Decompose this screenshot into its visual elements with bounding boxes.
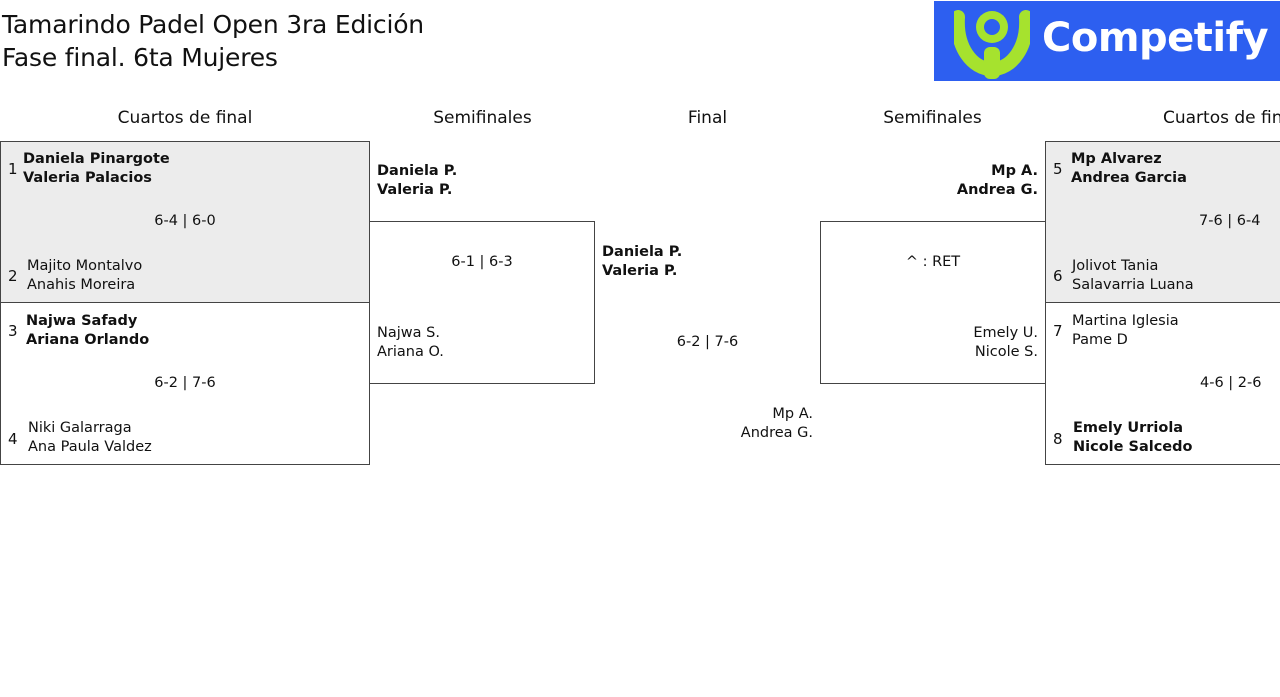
player-name: Valeria Palacios — [23, 170, 152, 186]
seed-number: 8 — [1053, 430, 1063, 448]
player-name: Nicole S. — [974, 344, 1038, 360]
team-2[interactable]: Majito Montalvo Anahis Moreira — [27, 257, 142, 295]
player-name: Mp A. — [772, 406, 813, 422]
player-name: Niki Galarraga — [28, 420, 132, 436]
team-7[interactable]: Martina Iglesia Pame D — [1072, 312, 1179, 350]
logo-text: Competify — [1042, 15, 1269, 61]
semifinal-left-team-2[interactable]: Najwa S. Ariana O. — [377, 324, 444, 362]
quarterfinal-match-4[interactable]: 7 Martina Iglesia Pame D 4-6 | 2-6 8 Eme… — [1045, 302, 1280, 465]
player-name: Andrea G. — [956, 182, 1038, 198]
page-subtitle: Fase final. 6ta Mujeres — [2, 43, 278, 72]
match-score: 6-4 | 6-0 — [154, 213, 216, 229]
round-header-left-quarterfinals: Cuartos de final — [117, 108, 253, 128]
match-score: 6-1 | 6-3 — [451, 254, 513, 270]
player-name: Mp A. — [991, 163, 1038, 179]
team-3[interactable]: Najwa Safady Ariana Orlando — [26, 312, 149, 350]
quarterfinal-match-1[interactable]: 1 Daniela Pinargote Valeria Palacios 6-4… — [0, 141, 370, 303]
player-name: Daniela Pinargote — [23, 151, 170, 167]
semifinal-right-team-1[interactable]: Mp A. Andrea G. — [900, 162, 1038, 200]
team-8[interactable]: Emely Urriola Nicole Salcedo — [1073, 419, 1192, 457]
player-name: Valeria P. — [602, 263, 678, 279]
seed-number: 7 — [1053, 322, 1063, 340]
player-name: Najwa S. — [377, 325, 440, 341]
player-name: Ariana O. — [377, 344, 444, 360]
match-score: 4-6 | 2-6 — [1200, 375, 1262, 391]
page-title: Tamarindo Padel Open 3ra Edición — [2, 10, 424, 39]
player-name: Daniela P. — [602, 244, 683, 260]
player-name: Jolivot Tania — [1072, 258, 1159, 274]
seed-number: 4 — [8, 430, 18, 448]
player-name: Mp Alvarez — [1071, 151, 1162, 167]
player-name: Nicole Salcedo — [1073, 439, 1193, 455]
player-name: Anahis Moreira — [27, 277, 136, 293]
player-name: Andrea Garcia — [1071, 170, 1187, 186]
seed-number: 6 — [1053, 267, 1063, 285]
quarterfinal-match-2[interactable]: 3 Najwa Safady Ariana Orlando 6-2 | 7-6 … — [0, 302, 370, 465]
semifinal-right-team-2[interactable]: Emely U. Nicole S. — [881, 324, 1038, 362]
match-score: ^ : RET — [905, 254, 961, 270]
player-name: Valeria P. — [377, 182, 453, 198]
player-name: Najwa Safady — [26, 313, 138, 329]
seed-number: 1 — [8, 160, 18, 178]
player-name: Emely U. — [973, 325, 1038, 341]
seed-number: 3 — [8, 322, 18, 340]
player-name: Emely Urriola — [1073, 420, 1184, 436]
player-name: Pame D — [1072, 332, 1128, 348]
competify-logo[interactable]: Competify — [934, 1, 1280, 81]
semifinal-match-right[interactable]: ^ : RET Emely U. Nicole S. — [820, 221, 1046, 384]
semifinal-left-team-1[interactable]: Daniela P. Valeria P. — [377, 162, 457, 200]
player-name: Ana Paula Valdez — [28, 439, 152, 455]
match-score: 6-2 | 7-6 — [154, 375, 216, 391]
round-header-right-semifinals: Semifinales — [883, 108, 982, 128]
player-name: Salavarria Luana — [1072, 277, 1194, 293]
player-name: Andrea G. — [740, 425, 813, 441]
team-6[interactable]: Jolivot Tania Salavarria Luana — [1072, 257, 1194, 295]
team-5[interactable]: Mp Alvarez Andrea Garcia — [1071, 150, 1187, 188]
round-header-left-semifinals: Semifinales — [433, 108, 532, 128]
person-logo-icon — [954, 10, 1030, 79]
round-header-final: Final — [687, 108, 728, 128]
semifinal-match-left[interactable]: 6-1 | 6-3 Najwa S. Ariana O. — [369, 221, 595, 384]
seed-number: 2 — [8, 267, 18, 285]
player-name: Ariana Orlando — [26, 332, 150, 348]
player-name: Martina Iglesia — [1072, 313, 1179, 329]
final-score: 6-2 | 7-6 — [676, 334, 739, 350]
team-1[interactable]: Daniela Pinargote Valeria Palacios — [23, 150, 170, 188]
seed-number: 5 — [1053, 160, 1063, 178]
player-name: Daniela P. — [377, 163, 458, 179]
player-name: Majito Montalvo — [27, 258, 143, 274]
quarterfinal-match-3[interactable]: 5 Mp Alvarez Andrea Garcia 7-6 | 6-4 6 J… — [1045, 141, 1280, 303]
final-team-1[interactable]: Daniela P. Valeria P. — [602, 243, 682, 281]
match-score: 7-6 | 6-4 — [1199, 213, 1261, 229]
team-4[interactable]: Niki Galarraga Ana Paula Valdez — [28, 419, 152, 457]
final-team-2[interactable]: Mp A. Andrea G. — [680, 405, 813, 443]
round-header-right-quarterfinals: Cuartos de fin — [1163, 108, 1280, 128]
